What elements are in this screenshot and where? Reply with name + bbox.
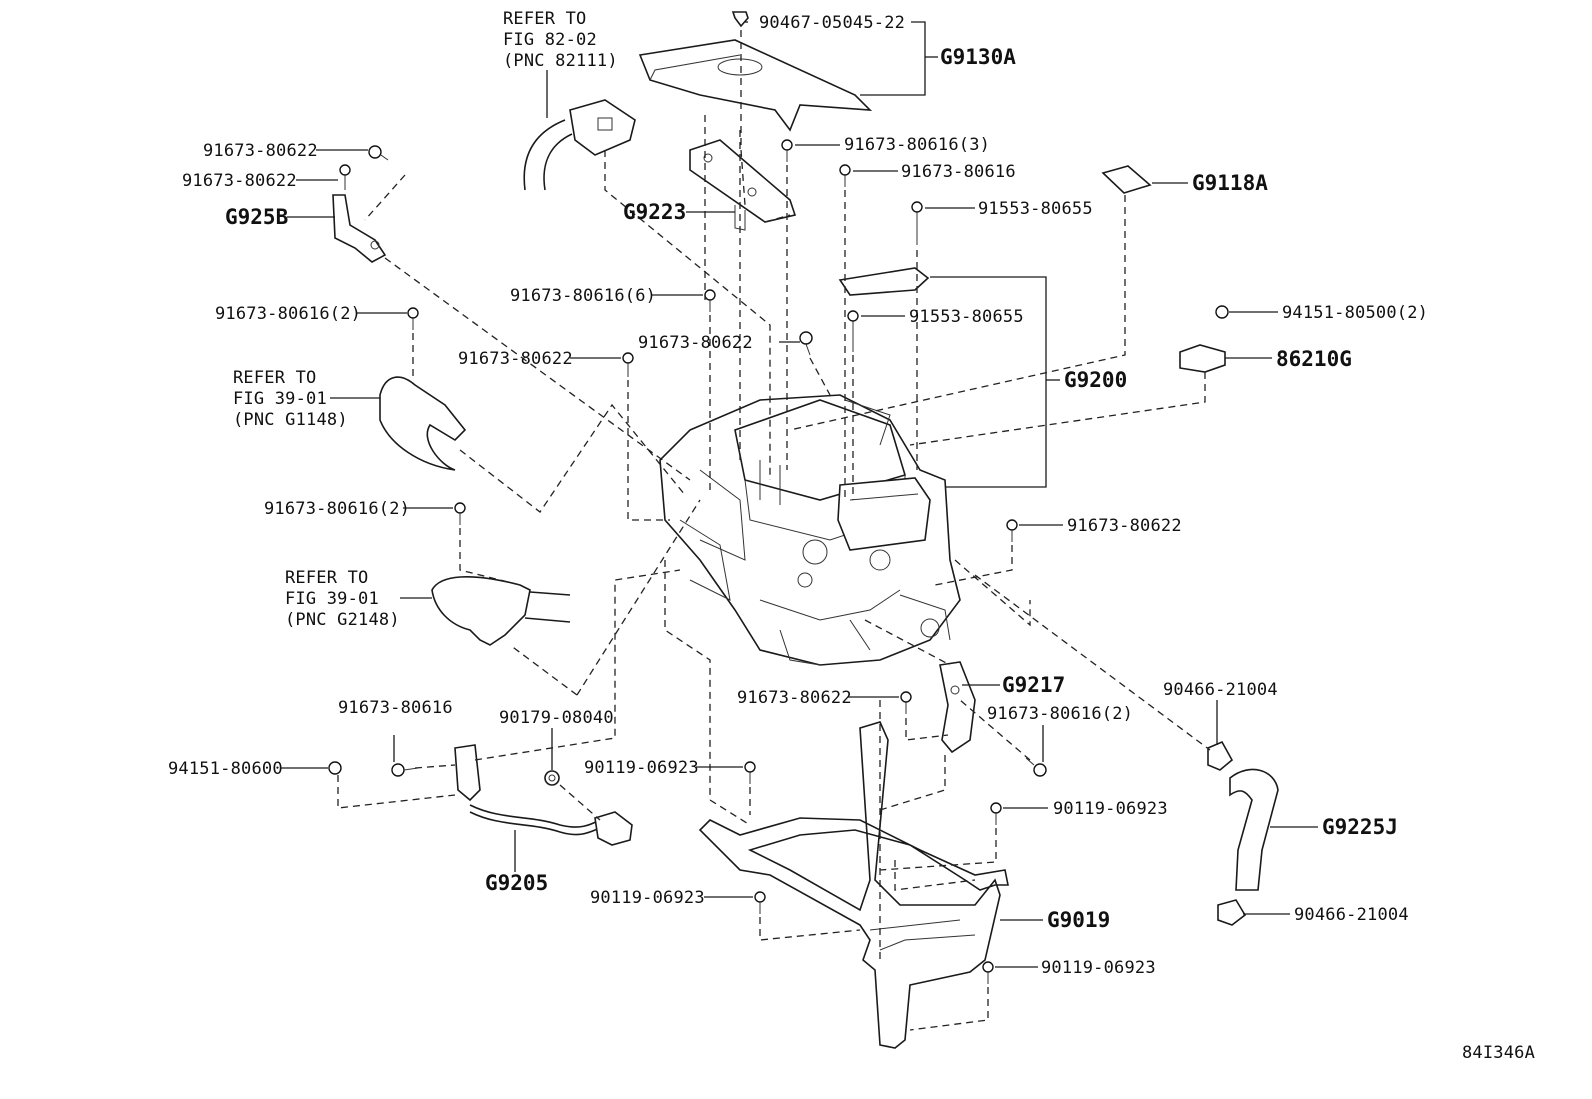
part-label-91673-80616-6: 91673-80616(6) xyxy=(510,286,656,306)
part-label-94151-80600: 94151-80600 xyxy=(168,759,283,779)
part-label-g9019: G9019 xyxy=(1047,908,1110,932)
bolt-91553-80655-b xyxy=(847,310,859,352)
bolt-91673-80616-2c xyxy=(1025,757,1047,777)
refer-to-39-01-g2148-line3: (PNC G2148) xyxy=(285,610,400,630)
part-label-86210g: 86210G xyxy=(1276,347,1352,371)
caution-label-g9118a xyxy=(1101,165,1152,194)
nut-94151-80500-2 xyxy=(1215,305,1229,319)
figure-id: 84I346A xyxy=(1462,1043,1535,1063)
part-label-g9225j: G9225J xyxy=(1322,815,1398,839)
part-label-91553-80655-top: 91553-80655 xyxy=(978,199,1093,219)
bolt-91673-80616-3 xyxy=(781,139,793,162)
bolt-90119-06923-b xyxy=(990,802,1002,825)
bolt-91673-80622-b xyxy=(339,164,351,190)
refer-to-82-02-line3: (PNC 82111) xyxy=(503,51,618,71)
part-label-91673-80622-f: 91673-80622 xyxy=(737,688,852,708)
part-label-g9205: G9205 xyxy=(485,871,548,895)
part-label-g9217: G9217 xyxy=(1002,673,1065,697)
part-label-91673-80622-d: 91673-80622 xyxy=(458,349,573,369)
refer-to-82-02-line2: FIG 82-02 xyxy=(503,30,597,50)
bolt-91553-80655-a xyxy=(911,201,923,245)
lower-bracket-g9019 xyxy=(698,721,1009,1049)
bolt-91673-80622-e xyxy=(1006,519,1018,542)
bolt-91673-80622-c xyxy=(799,331,813,356)
bolt-91673-80622-f xyxy=(900,691,912,714)
part-label-91673-80616-lower: 91673-80616 xyxy=(338,698,453,718)
part-label-91673-80622-b: 91673-80622 xyxy=(182,171,297,191)
bolt-90119-06923-c xyxy=(754,891,766,914)
inverter-assembly-g9200 xyxy=(659,394,961,666)
hose-clamp-lower xyxy=(1217,899,1247,926)
part-label-91673-80622-c: 91673-80622 xyxy=(638,333,753,353)
part-label-91673-80616-2-mid: 91673-80616(2) xyxy=(264,499,410,519)
part-label-90119-06923-a: 90119-06923 xyxy=(584,758,699,778)
bolt-91673-80616-a xyxy=(839,164,851,187)
part-label-g925b: G925B xyxy=(225,205,288,229)
wire-harness-connector-top xyxy=(523,99,636,191)
refer-to-39-01-g1148-line1: REFER TO xyxy=(233,368,316,388)
part-label-g9130a: G9130A xyxy=(940,45,1016,69)
part-label-90119-06923-b: 90119-06923 xyxy=(1053,799,1168,819)
bolt-90119-06923-a xyxy=(744,761,756,784)
hose-g2148 xyxy=(431,576,571,646)
part-label-91673-80622-a: 91673-80622 xyxy=(203,141,318,161)
bracket-g9217 xyxy=(939,661,976,754)
part-label-91673-80616-3: 91673-80616(3) xyxy=(844,135,990,155)
bolt-90119-06923-d xyxy=(982,961,994,984)
inverter-top-cover xyxy=(638,39,873,132)
hose-clamp-upper xyxy=(1207,740,1234,771)
part-label-g9118a: G9118A xyxy=(1192,171,1268,195)
bolt-91673-80622-a xyxy=(368,145,389,161)
nut-94151-80600 xyxy=(328,761,342,775)
part-label-90179-08040: 90179-08040 xyxy=(499,708,614,728)
label-group: REFER TO FIG 82-02 (PNC 82111) 90467-050… xyxy=(168,9,1535,1063)
refer-to-82-02-line1: REFER TO xyxy=(503,9,586,29)
bolt-91673-80616-6 xyxy=(704,289,716,312)
part-label-90466-21004-lower: 90466-21004 xyxy=(1294,905,1409,925)
sensor-g9205 xyxy=(454,744,633,846)
bolt-91673-80616-2a xyxy=(407,307,419,330)
part-label-91673-80616-top: 91673-80616 xyxy=(901,162,1016,182)
part-label-91673-80616-2-upper: 91673-80616(2) xyxy=(215,304,361,324)
nut-90179 xyxy=(544,770,560,786)
refer-to-39-01-g2148-line2: FIG 39-01 xyxy=(285,589,379,609)
terminal-block xyxy=(838,267,930,296)
refer-to-39-01-g1148-line2: FIG 39-01 xyxy=(233,389,327,409)
bracket-86210g xyxy=(1179,344,1226,373)
part-label-90466-21004-upper: 90466-21004 xyxy=(1163,680,1278,700)
bolt-91673-80616-2b xyxy=(454,502,466,525)
part-label-91673-80622-e: 91673-80622 xyxy=(1067,516,1182,536)
refer-to-39-01-g2148-line1: REFER TO xyxy=(285,568,368,588)
bolt-91673-80616-b xyxy=(391,763,419,777)
part-label-90119-06923-c: 90119-06923 xyxy=(590,888,705,908)
part-label-90119-06923-d: 90119-06923 xyxy=(1041,958,1156,978)
part-label-91553-80655-mid: 91553-80655 xyxy=(909,307,1024,327)
part-label-90467-05045-22: 90467-05045-22 xyxy=(759,13,905,33)
hose-g1148 xyxy=(379,376,467,471)
cover-clip xyxy=(731,11,749,28)
assembly-dashed-lines xyxy=(337,30,1211,1031)
part-label-g9223: G9223 xyxy=(623,200,686,224)
part-label-g9200: G9200 xyxy=(1064,368,1127,392)
inverter-bracket-g9223 xyxy=(689,139,797,231)
hose-g9225j xyxy=(1229,768,1279,891)
part-label-91673-80616-2-lower: 91673-80616(2) xyxy=(987,704,1133,724)
leader-lines xyxy=(280,21,1318,968)
part-label-94151-80500-2: 94151-80500(2) xyxy=(1282,303,1428,323)
bracket-g925b xyxy=(332,194,387,263)
bolt-91673-80622-d xyxy=(622,352,634,377)
refer-to-39-01-g1148-line3: (PNC G1148) xyxy=(233,410,348,430)
